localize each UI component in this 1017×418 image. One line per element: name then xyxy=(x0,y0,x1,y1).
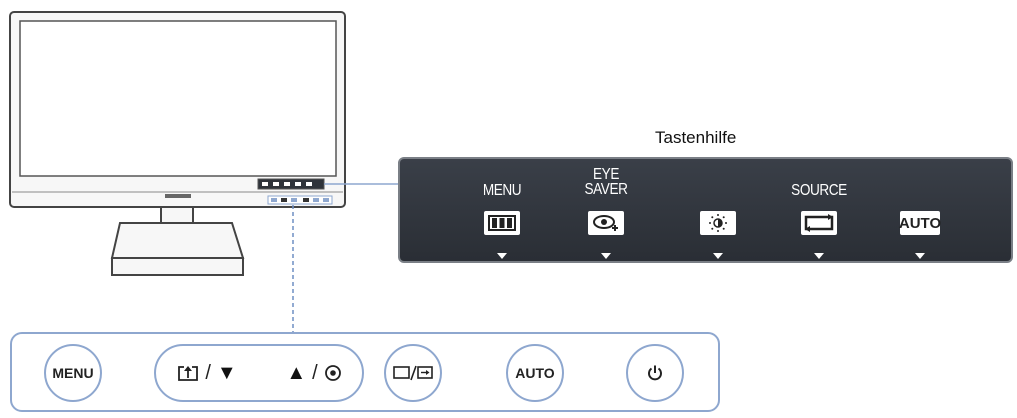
power-icon xyxy=(648,365,662,381)
up-down-button[interactable]: / ▼ ▲ / xyxy=(154,344,364,402)
guide-label-eye: EYE xyxy=(593,166,619,183)
guide-label-menu: MENU xyxy=(482,182,522,199)
arrow-down-icon xyxy=(814,253,824,259)
return-down-half[interactable]: / ▼ xyxy=(168,346,246,400)
up-eye-half[interactable]: ▲ / xyxy=(274,346,354,400)
source-icon xyxy=(801,211,837,235)
guide-label-saver: SAVER xyxy=(584,181,628,198)
auto-button[interactable]: AUTO xyxy=(506,344,564,402)
physical-button-bar: MENU / ▼ ▲ / xyxy=(10,332,720,412)
auto-key: AUTO xyxy=(899,211,941,235)
eye-saver-icon xyxy=(588,211,624,235)
menu-button-label: MENU xyxy=(52,365,94,381)
arrow-down-icon xyxy=(601,253,611,259)
return-icon xyxy=(178,366,199,381)
brand-logo xyxy=(165,194,191,198)
separator: / xyxy=(312,361,318,384)
monitor-base xyxy=(110,222,245,259)
power-button[interactable] xyxy=(626,344,684,402)
menu-button[interactable]: MENU xyxy=(44,344,102,402)
menu-grid-icon xyxy=(484,211,520,235)
source-enter-button[interactable] xyxy=(384,344,442,402)
bezel-buttons-thumbnail xyxy=(267,195,333,205)
guide-label-source: SOURCE xyxy=(791,182,847,199)
eye-circle-icon xyxy=(324,365,341,381)
arrow-down-icon xyxy=(713,253,723,259)
source-enter-icon xyxy=(393,365,433,381)
down-triangle-icon: ▼ xyxy=(216,361,237,384)
arrow-down-icon xyxy=(497,253,507,259)
monitor-screen xyxy=(19,20,337,177)
arrow-down-icon xyxy=(915,253,925,259)
monitor-base-foot xyxy=(111,257,244,276)
key-guide-panel: MENU EYE SAVER xyxy=(398,157,1013,263)
guide-title: Tastenhilfe xyxy=(655,128,737,147)
separator: / xyxy=(205,361,211,384)
auto-button-label: AUTO xyxy=(515,365,555,381)
brightness-icon xyxy=(700,211,736,235)
up-triangle-icon: ▲ xyxy=(286,361,307,384)
